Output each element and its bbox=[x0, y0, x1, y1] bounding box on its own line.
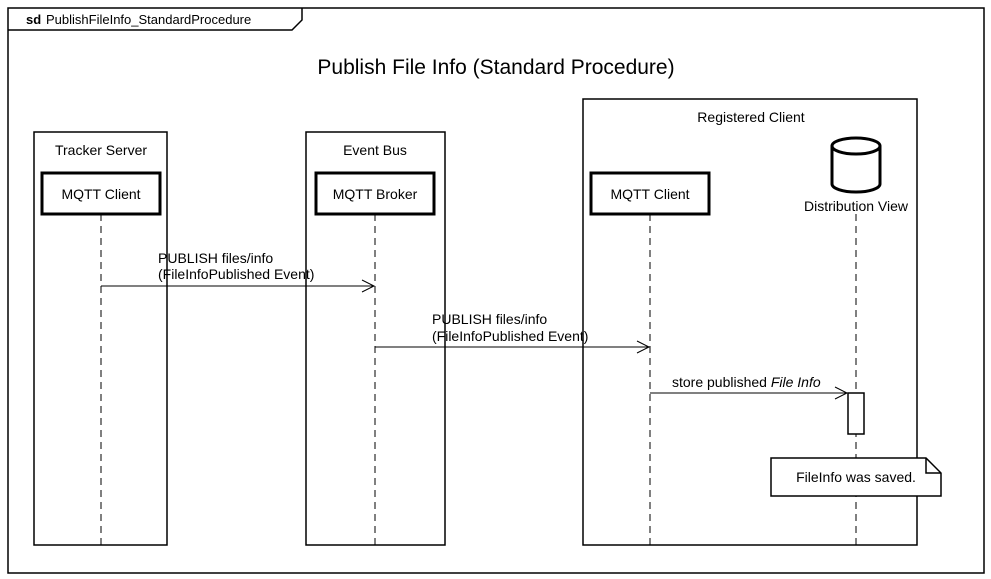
group-tracker-server-label: Tracker Server bbox=[55, 142, 147, 158]
frame-name: PublishFileInfo_StandardProcedure bbox=[46, 12, 251, 27]
message-2-arrowhead bbox=[636, 340, 651, 354]
message-1-arrowhead bbox=[361, 279, 376, 293]
mqtt-broker-label: MQTT Broker bbox=[333, 186, 418, 202]
message-3-label: store published File Info bbox=[672, 374, 821, 390]
frame-keyword: sd bbox=[26, 12, 41, 27]
message-3-text: store published bbox=[672, 374, 771, 390]
group-event-bus-label: Event Bus bbox=[343, 142, 407, 158]
database-icon bbox=[830, 136, 882, 194]
message-2-label-line1: PUBLISH files/info bbox=[432, 311, 547, 327]
frame-tab bbox=[8, 8, 303, 31]
diagram-title: Publish File Info (Standard Procedure) bbox=[317, 56, 674, 79]
client-mqtt-client-box bbox=[589, 171, 711, 216]
note-box bbox=[770, 457, 942, 497]
message-3-emphasis: File Info bbox=[771, 374, 821, 390]
note-text: FileInfo was saved. bbox=[796, 469, 916, 485]
client-mqtt-client-label: MQTT Client bbox=[610, 186, 689, 202]
distribution-view-label: Distribution View bbox=[804, 198, 909, 214]
message-3-arrowhead bbox=[834, 386, 849, 400]
activation-bar bbox=[847, 392, 865, 435]
group-registered-client bbox=[582, 98, 918, 546]
message-2-label-line2: (FileInfoPublished Event) bbox=[432, 328, 588, 344]
tracker-mqtt-client-box bbox=[40, 171, 162, 216]
message-1-label-line1: PUBLISH files/info bbox=[158, 250, 273, 266]
group-registered-client-label: Registered Client bbox=[697, 109, 804, 125]
tracker-mqtt-client-label: MQTT Client bbox=[61, 186, 140, 202]
message-1-label-line2: (FileInfoPublished Event) bbox=[158, 266, 314, 282]
note-fold bbox=[925, 458, 941, 474]
mqtt-broker-box bbox=[314, 171, 436, 216]
